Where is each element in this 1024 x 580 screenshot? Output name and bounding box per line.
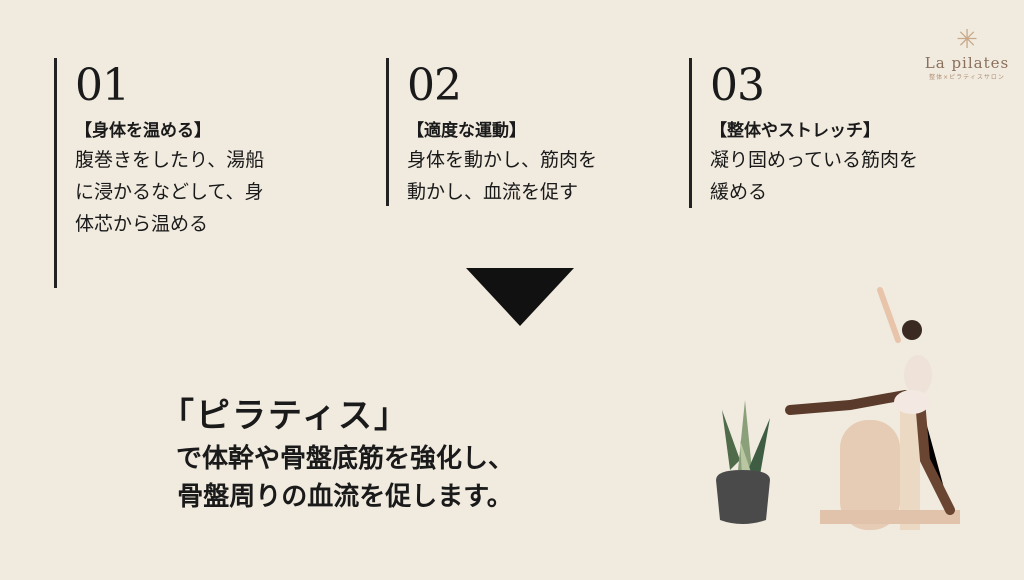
step-text: 腹巻きをしたり、湯船 に浸かるなどして、身 体芯から温める: [75, 149, 265, 235]
step-2: 02 【適度な運動】 身体を動かし、筋肉を 動かし、血流を促す: [386, 58, 597, 206]
step-3: 03 【整体やストレッチ】 凝り固めっている筋肉を 緩める: [689, 58, 918, 208]
step-1: 01 【身体を温める】 腹巻きをしたり、湯船 に浸かるなどして、身 体芯から温め…: [54, 58, 264, 288]
conclusion-text: で体幹や骨盤底筋を強化し、 骨盤周りの血流を促します。: [176, 444, 515, 512]
conclusion-title: 「ピラティス」: [160, 396, 410, 436]
step-text: 凝り固めっている筋肉を 緩める: [710, 149, 919, 203]
plant-icon: [716, 400, 770, 524]
woman-figure: [785, 287, 955, 515]
sparkle-icon: ✳: [956, 25, 978, 55]
step-number: 02: [407, 60, 462, 111]
step-number: 01: [75, 60, 130, 111]
down-arrow-icon: [466, 268, 574, 326]
step-heading: 【整体やストレッチ】: [710, 121, 880, 141]
step-number: 03: [710, 60, 765, 111]
pilates-barrel: [820, 410, 960, 530]
pilates-illustration: [716, 287, 960, 530]
logo-name: La pilates: [924, 54, 1010, 72]
step-heading: 【適度な運動】: [407, 121, 526, 141]
logo-tagline: 整体×ピラティスサロン: [929, 74, 1005, 81]
step-text: 身体を動かし、筋肉を 動かし、血流を促す: [407, 149, 598, 203]
step-heading: 【身体を温める】: [75, 121, 211, 141]
brand-logo: ✳ La pilates 整体×ピラティスサロン: [922, 26, 1012, 81]
